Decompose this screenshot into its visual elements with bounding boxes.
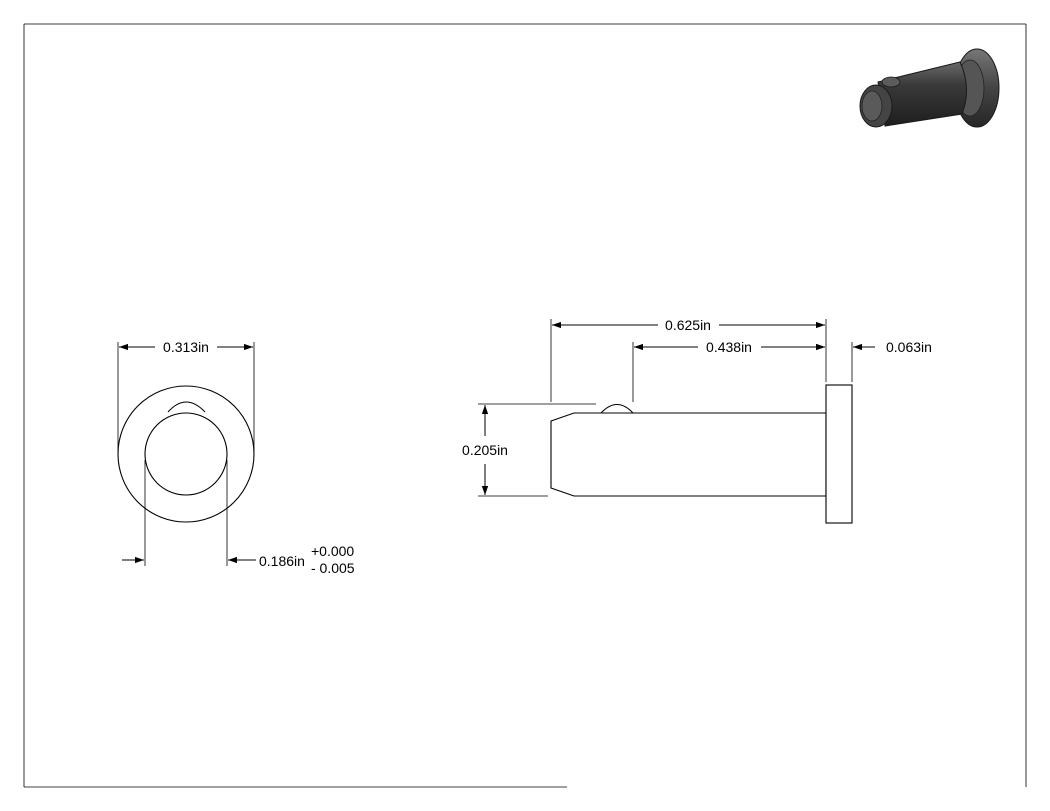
pin-shank <box>550 412 827 497</box>
front-view: 0.313in 0.186in +0.000 - 0.005 <box>117 339 355 576</box>
side-view: 0.625in 0.438in 0.063in 0.205in <box>462 317 932 524</box>
isometric-pin-render <box>859 48 1000 128</box>
inner-diameter-label: 0.186in <box>259 553 305 569</box>
outer-diameter-label: 0.313in <box>163 339 209 355</box>
cross-hole-bump <box>167 401 206 413</box>
pin-head <box>825 384 853 524</box>
shank-circle <box>144 412 228 496</box>
overall-length-label: 0.625in <box>665 317 711 333</box>
tolerance-plus: +0.000 <box>311 543 354 559</box>
height-label: 0.205in <box>462 442 508 458</box>
shank-length-label: 0.438in <box>706 339 752 355</box>
tolerance-minus: - 0.005 <box>311 560 355 576</box>
sheet-border <box>23 23 1027 788</box>
head-thickness-label: 0.063in <box>886 339 932 355</box>
side-cross-hole <box>599 403 635 414</box>
